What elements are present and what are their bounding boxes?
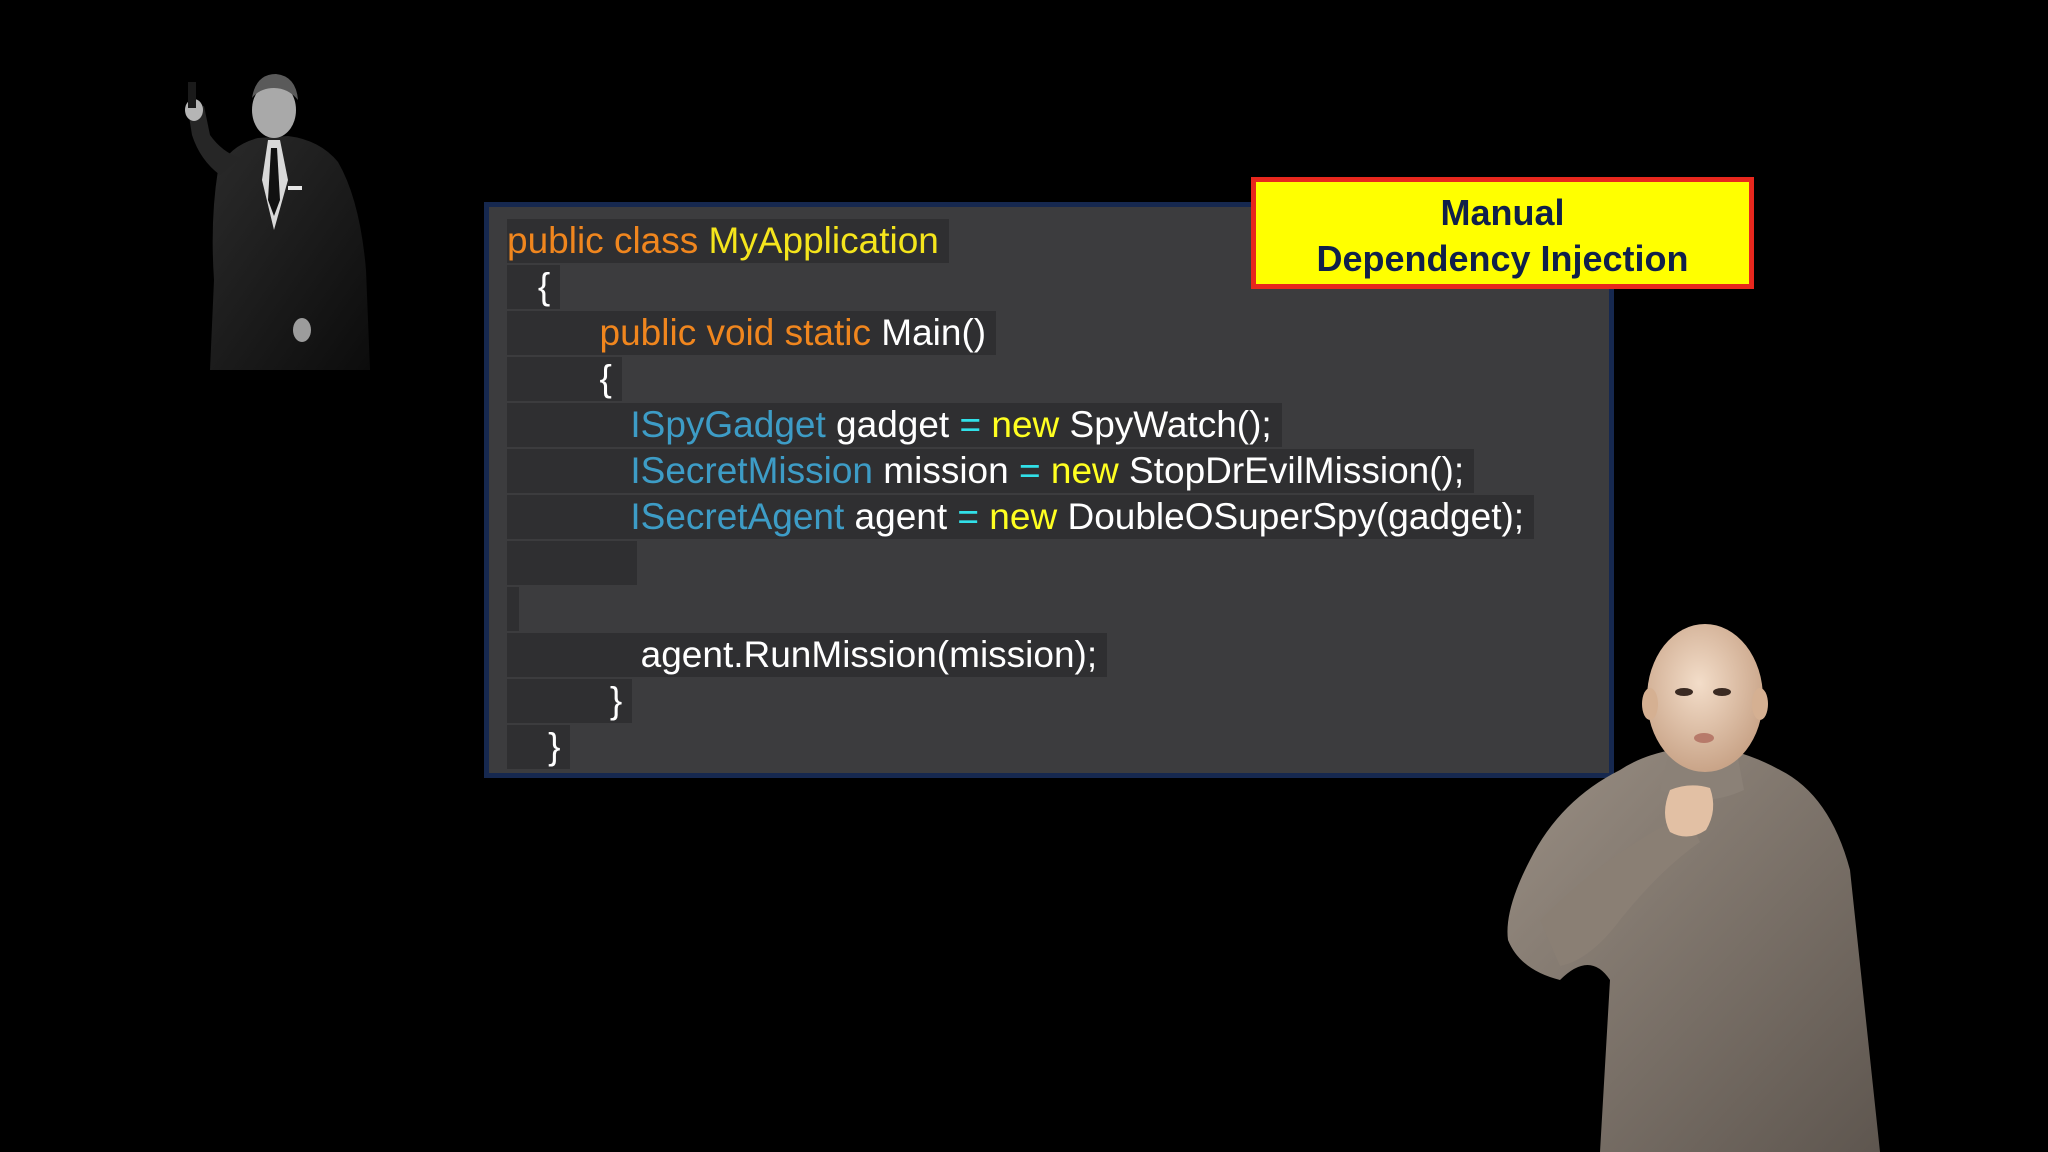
code-token: = bbox=[959, 404, 982, 445]
code-indent bbox=[507, 726, 548, 767]
code-token: { bbox=[599, 358, 612, 399]
code-token: mission bbox=[873, 450, 1019, 491]
code-token: = bbox=[1018, 450, 1041, 491]
code-line: } bbox=[507, 725, 571, 769]
code-line-text: ISpyGadget gadget = new SpyWatch(); bbox=[507, 404, 1282, 445]
code-line-highlight bbox=[507, 403, 1282, 447]
code-line-text: ISecretAgent agent = new DoubleOSuperSpy… bbox=[507, 496, 1534, 537]
code-line-text: { bbox=[507, 266, 560, 307]
code-token: } bbox=[609, 680, 623, 721]
code-line-highlight bbox=[507, 679, 633, 723]
code-token: ISpyGadget bbox=[630, 404, 826, 445]
code-token: StopDrEvilMission(); bbox=[1129, 450, 1465, 491]
code-line-text: agent.RunMission(mission); bbox=[507, 634, 1107, 675]
code-indent bbox=[507, 312, 600, 353]
code-line: ISecretAgent agent = new DoubleOSuperSpy… bbox=[507, 495, 1535, 539]
code-line bbox=[507, 541, 640, 585]
code-line-highlight bbox=[507, 311, 997, 355]
villain-figure-image bbox=[1507, 624, 1880, 1152]
code-token: new bbox=[1040, 450, 1130, 491]
code-indent bbox=[507, 404, 630, 445]
code-indent bbox=[507, 542, 630, 583]
code-token: = bbox=[957, 496, 980, 537]
code-line: agent.RunMission(mission); bbox=[507, 633, 1108, 677]
code-token: agent bbox=[844, 496, 958, 537]
code-line-text: } bbox=[507, 726, 570, 767]
code-line: ISpyGadget gadget = new SpyWatch(); bbox=[507, 403, 1282, 447]
code-token: public class bbox=[507, 220, 709, 261]
code-line bbox=[507, 587, 519, 631]
code-token: gadget bbox=[825, 404, 960, 445]
code-line-highlight bbox=[507, 495, 1535, 539]
agent-figure-image bbox=[185, 74, 370, 370]
code-line-text bbox=[507, 588, 517, 629]
code-line: { bbox=[507, 357, 622, 401]
code-token: ISecretMission bbox=[630, 450, 873, 491]
code-line-highlight bbox=[507, 541, 637, 585]
code-token: { bbox=[537, 266, 551, 307]
code-token: ISecretAgent bbox=[630, 496, 845, 537]
code-indent bbox=[507, 266, 538, 307]
code-line-highlight bbox=[507, 449, 1475, 493]
code-token: public void static bbox=[599, 312, 882, 353]
code-line-text: } bbox=[507, 680, 632, 721]
code-line-highlight bbox=[507, 219, 949, 263]
code-token: Main() bbox=[881, 312, 987, 353]
code-panel: public class MyApplication { public void… bbox=[484, 202, 1614, 778]
code-line: public void static Main() bbox=[507, 311, 997, 355]
code-line-highlight bbox=[507, 357, 622, 401]
code-line-highlight bbox=[507, 725, 571, 769]
code-token: MyApplication bbox=[708, 220, 939, 261]
code-line: { bbox=[507, 265, 561, 309]
code-indent bbox=[507, 450, 630, 491]
code-line-highlight bbox=[507, 633, 1108, 677]
code-line-text: { bbox=[507, 358, 622, 399]
code-line-highlight bbox=[507, 265, 561, 309]
code-token: SpyWatch(); bbox=[1069, 404, 1272, 445]
code-line-text: public class MyApplication bbox=[507, 220, 949, 261]
code-token: new bbox=[979, 496, 1068, 537]
callout-line-2: Dependency Injection bbox=[1316, 238, 1689, 279]
code-indent bbox=[507, 496, 630, 537]
code-line-highlight bbox=[507, 587, 519, 631]
code-line: } bbox=[507, 679, 633, 723]
code-line-text bbox=[507, 542, 640, 583]
code-token: DoubleOSuperSpy(gadget); bbox=[1067, 496, 1525, 537]
code-indent bbox=[507, 680, 610, 721]
code-indent bbox=[507, 358, 600, 399]
code-token: new bbox=[981, 404, 1070, 445]
code-line: public class MyApplication bbox=[507, 219, 949, 263]
code-token: agent.RunMission(mission); bbox=[640, 634, 1098, 675]
code-line: ISecretMission mission = new StopDrEvilM… bbox=[507, 449, 1475, 493]
callout-line-1: Manual bbox=[1440, 192, 1565, 233]
code-line-text: ISecretMission mission = new StopDrEvilM… bbox=[507, 450, 1474, 491]
code-indent bbox=[507, 634, 641, 675]
code-line-text: public void static Main() bbox=[507, 312, 996, 353]
slide-title-callout: Manual Dependency Injection bbox=[1251, 177, 1754, 289]
code-token: } bbox=[548, 726, 561, 767]
